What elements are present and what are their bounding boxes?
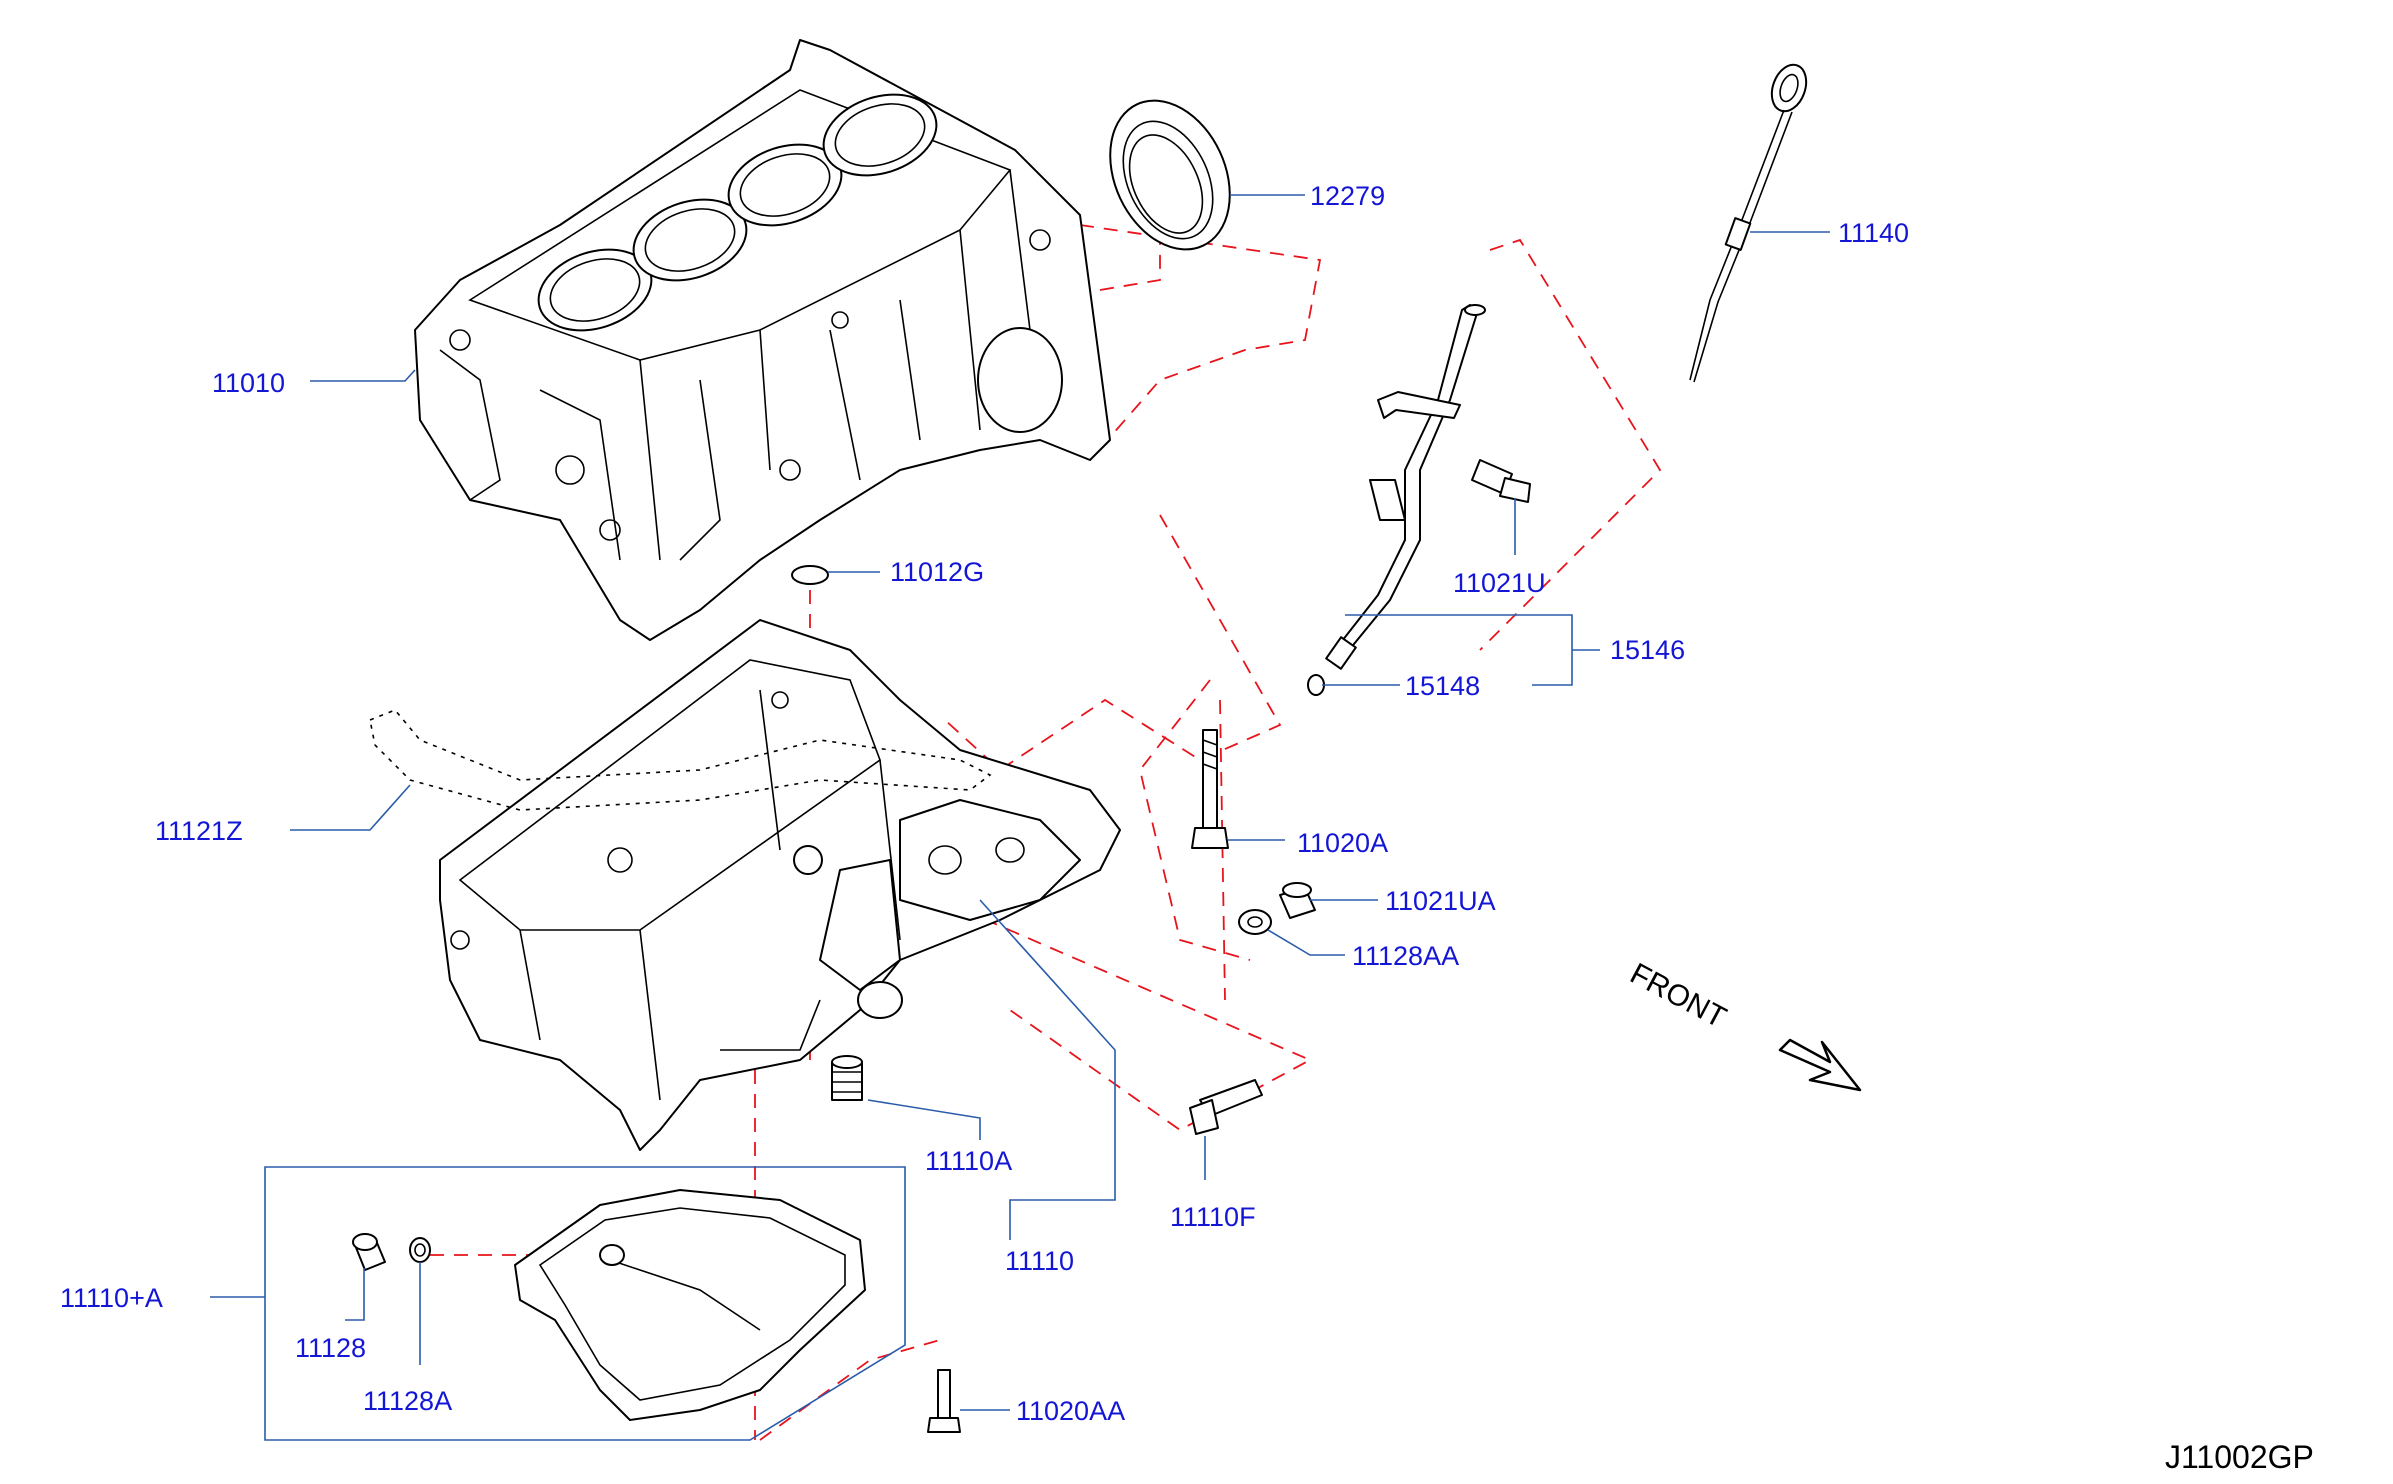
label-15148[interactable]: 15148 [1405,671,1480,701]
label-11121z[interactable]: 11121Z [155,816,243,846]
oil-level-gauge [1689,63,1808,383]
label-12279[interactable]: 12279 [1310,181,1385,211]
washer-11128a [409,1237,431,1263]
baffle-plate [369,709,992,811]
strainer-11110a [831,1055,863,1101]
label-11010[interactable]: 11010 [212,368,285,398]
bolt-11110f [1189,1079,1263,1135]
cylinder-bore-4 [822,93,938,177]
label-11110f[interactable]: 11110F [1170,1202,1256,1232]
label-11012g[interactable]: 11012G [890,557,984,587]
label-11021u[interactable]: 11021U [1453,568,1546,598]
label-11110[interactable]: 11110 [1005,1246,1074,1276]
label-11020aa[interactable]: 11020AA [1016,1396,1125,1426]
label-11110-plus-a[interactable]: 11110+A [60,1283,163,1313]
label-11128[interactable]: 11128 [295,1333,366,1363]
bolt-11020aa [927,1369,961,1433]
lower-crankcase [439,619,1121,1151]
front-label: FRONT [1625,957,1732,1035]
label-11110a[interactable]: 11110A [925,1146,1012,1176]
washer-11128aa [1238,909,1272,935]
label-11128a[interactable]: 11128A [363,1386,452,1416]
label-15146[interactable]: 15146 [1610,635,1685,665]
rear-oil-seal [1109,99,1231,251]
cylinder-block [414,39,1111,641]
o-ring-11012g [791,565,829,585]
cylinder-bore-2 [632,198,748,282]
drain-plug-11021ua [1279,882,1316,919]
drawing-code: J11002GP [2165,1439,2314,1475]
front-direction-indicator: FRONT [1625,957,1862,1092]
part-labels: 11010 12279 11140 11012G 11021U 15146 15… [60,181,1909,1426]
o-ring-15148 [1307,674,1325,696]
leader-lines [210,194,1830,1411]
label-11128aa[interactable]: 11128AA [1352,941,1459,971]
oil-pan-assembly-box [264,1166,906,1441]
oil-pan [514,1189,866,1421]
label-11020a[interactable]: 11020A [1297,828,1388,858]
label-11021ua[interactable]: 11021UA [1385,886,1496,916]
label-11140[interactable]: 11140 [1838,218,1909,248]
oil-level-gauge-guide [1325,304,1486,670]
bolt-11020a [1191,729,1229,849]
bolt-11021u [1471,459,1531,503]
front-arrow-icon [1778,1038,1862,1092]
drain-bolt-11128 [352,1233,386,1271]
